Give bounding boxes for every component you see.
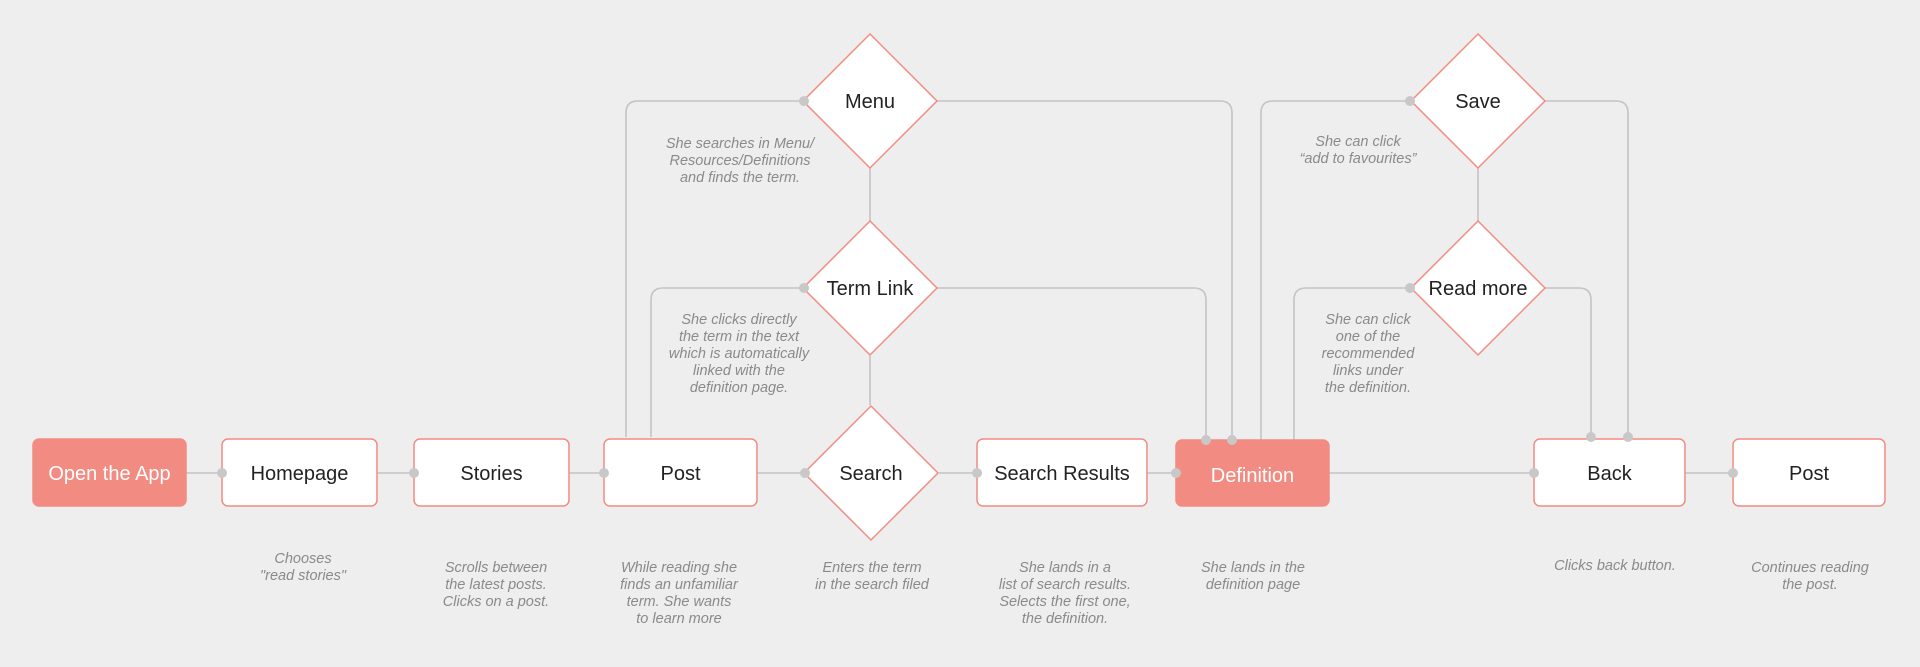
edge-save-to-back <box>1545 100 1629 437</box>
node-term-link-label: Term Link <box>827 278 915 300</box>
node-post-label: Post <box>660 463 700 485</box>
port-post-left <box>599 468 609 478</box>
note-line: She can click <box>1325 312 1411 328</box>
edge-term-link-to-definition <box>937 287 1207 440</box>
edge-menu-to-definition <box>937 100 1233 440</box>
port-back-top-b <box>1623 432 1633 442</box>
note-save: She can click“add to favourites” <box>1300 134 1418 167</box>
nodes: Open the App Homepage Stories Post Searc… <box>32 32 1886 542</box>
note-line: Continues reading <box>1751 560 1869 576</box>
note-line: the post. <box>1782 577 1838 593</box>
node-save[interactable] <box>1409 32 1547 170</box>
note-line: linked with the <box>693 363 785 379</box>
node-search-results-label: Search Results <box>994 463 1130 485</box>
note-menu: She searches in Menu/Resources/Definitio… <box>666 136 816 186</box>
note-line: finds an unfamiliar <box>620 577 739 593</box>
note-line: Chooses <box>274 551 331 567</box>
note-line: “add to favourites” <box>1300 151 1418 167</box>
node-back-label: Back <box>1587 463 1632 485</box>
note-line: Clicks back button. <box>1554 558 1676 574</box>
edge-definition-to-read-more <box>1293 287 1410 440</box>
port-back-top-a <box>1586 432 1596 442</box>
node-homepage-label: Homepage <box>251 463 349 485</box>
port-post-2-left <box>1728 468 1738 478</box>
node-stories-label: Stories <box>460 463 522 485</box>
note-line: the latest posts. <box>445 577 547 593</box>
node-menu-label: Menu <box>845 91 895 113</box>
port-stories-left <box>409 468 419 478</box>
note-line: in the search filed <box>815 577 930 593</box>
note-line: While reading she <box>621 560 737 576</box>
edge-definition-to-save <box>1260 100 1410 440</box>
note-line: She clicks directly <box>681 312 797 328</box>
port-menu-left <box>799 96 809 106</box>
note-line: She searches in Menu/ <box>666 136 816 152</box>
port-definition-top-b <box>1227 435 1237 445</box>
note-line: She lands in a <box>1019 560 1111 576</box>
note-line: Selects the first one, <box>999 594 1130 610</box>
note-line: term. She wants <box>627 594 732 610</box>
node-read-more-label: Read more <box>1429 278 1528 300</box>
port-definition-left <box>1171 468 1181 478</box>
edge-read-more-to-back <box>1545 287 1592 437</box>
note-line: Resources/Definitions <box>669 153 810 169</box>
note-back: Clicks back button. <box>1554 558 1676 574</box>
edge-post-to-term-link <box>650 287 804 437</box>
port-read-more-left <box>1405 283 1415 293</box>
note-line: "read stories" <box>260 568 347 584</box>
note-line: She lands in the <box>1201 560 1305 576</box>
connection-ports <box>217 96 1738 478</box>
node-open-app[interactable] <box>32 438 187 507</box>
port-search-left <box>800 468 810 478</box>
port-definition-top-a <box>1201 435 1211 445</box>
note-line: definition page <box>1206 577 1300 593</box>
note-line: list of search results. <box>999 577 1131 593</box>
port-back-left <box>1529 468 1539 478</box>
note-line: links under <box>1333 363 1404 379</box>
note-line: She can click <box>1315 134 1401 150</box>
node-read-more[interactable] <box>1409 219 1547 357</box>
connectors <box>186 100 1733 474</box>
note-homepage: Chooses"read stories" <box>260 551 347 584</box>
port-search-results-left <box>972 468 982 478</box>
port-homepage-left <box>217 468 227 478</box>
node-open-app-label: Open the App <box>48 463 170 485</box>
note-line: which is automatically <box>669 346 810 362</box>
note-line: the term in the text <box>679 329 800 345</box>
note-line: and finds the term. <box>680 170 800 186</box>
note-line: Enters the term <box>822 560 921 576</box>
node-post-2-label: Post <box>1789 463 1829 485</box>
edge-post-to-menu <box>625 100 804 437</box>
node-search-label: Search <box>839 463 902 485</box>
note-line: Clicks on a post. <box>443 594 549 610</box>
node-definition-label: Definition <box>1211 465 1294 487</box>
node-term-link[interactable] <box>801 219 939 357</box>
note-line: Scrolls between <box>445 560 547 576</box>
node-menu[interactable] <box>801 32 939 170</box>
node-save-label: Save <box>1455 91 1501 113</box>
port-save-left <box>1405 96 1415 106</box>
note-line: the definition. <box>1022 611 1108 627</box>
note-line: the definition. <box>1325 380 1411 396</box>
port-term-link-left <box>799 283 809 293</box>
note-line: recommended <box>1322 346 1416 362</box>
note-line: to learn more <box>636 611 721 627</box>
note-line: one of the <box>1336 329 1401 345</box>
node-search[interactable] <box>802 404 940 542</box>
note-line: definition page. <box>690 380 788 396</box>
